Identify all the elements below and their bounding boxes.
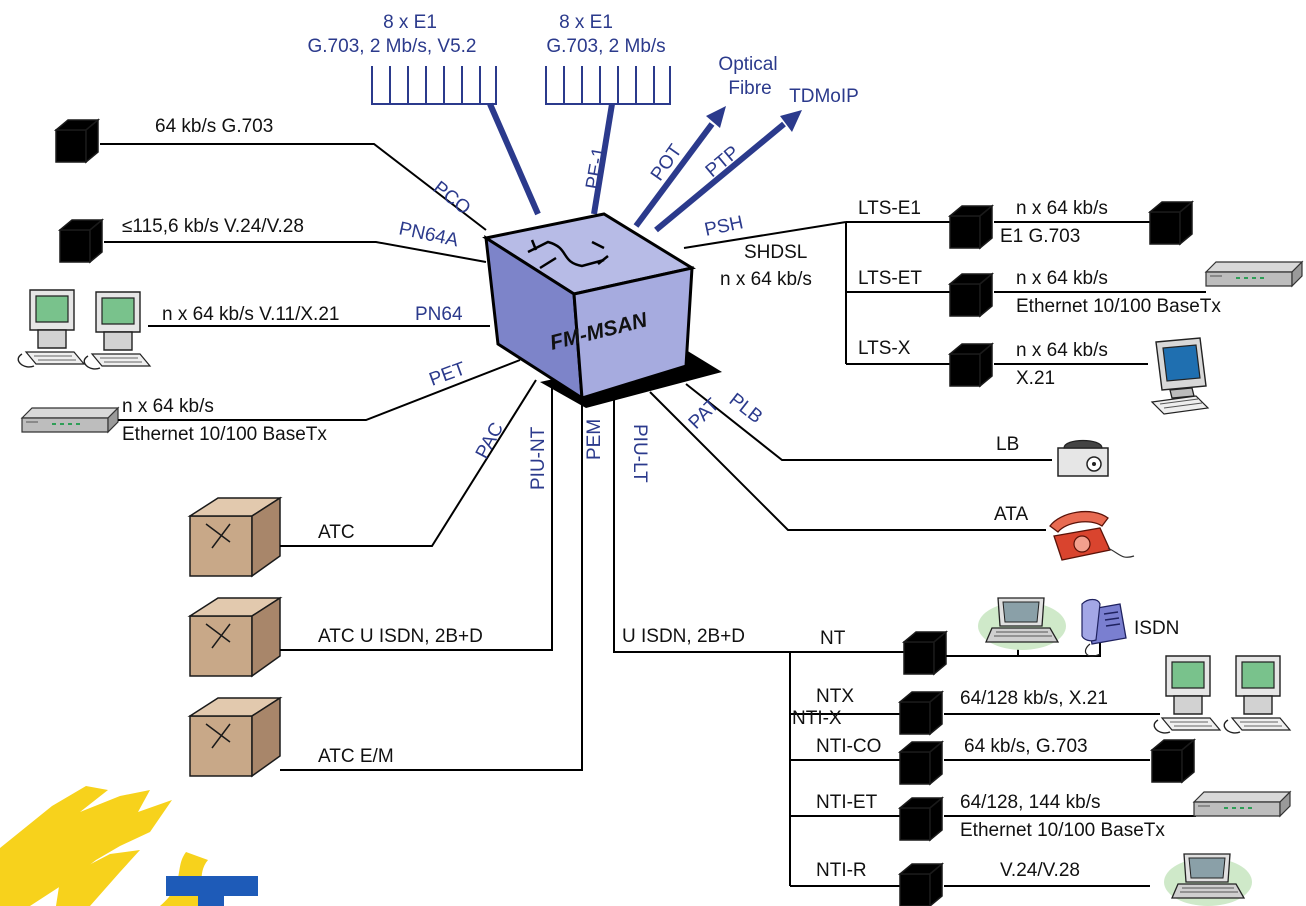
isdn-link: PIU-LT U ISDN, 2B+D NT ISDN NTX NTI-X 64… (613, 390, 1291, 906)
laptop-icon-isdn (977, 597, 1067, 651)
nti-et-rate: 64/128, 144 kb/s (960, 792, 1101, 813)
isdn-bus-label: U ISDN, 2B+D (622, 626, 745, 647)
optical-fibre-arrow (633, 106, 726, 228)
nti-co-rate: 64 kb/s, G.703 (964, 736, 1088, 757)
lb-label: LB (996, 434, 1019, 455)
router-icon-nti-et (1193, 791, 1291, 817)
ata-label: ATA (994, 504, 1028, 525)
atc-box-3 (189, 697, 281, 777)
computer-icon-1 (17, 289, 85, 368)
nt-label: NT (820, 628, 846, 649)
company-logo (0, 786, 258, 906)
port-psh: PSH (703, 212, 746, 241)
isdn-label: ISDN (1134, 618, 1179, 639)
left-links: 64 kb/s G.703 PCO ≤115,6 kb/s V.24/V.28 … (17, 116, 605, 777)
port-piu-lt: PIU-LT (629, 424, 650, 483)
port-pn64: PN64 (415, 304, 463, 325)
lts-et-interface: Ethernet 10/100 BaseTx (1016, 296, 1221, 317)
fm-msan-node: FM-MSAN (482, 212, 722, 408)
telephone-icon (1049, 510, 1135, 561)
pet-link: n x 64 kb/s Ethernet 10/100 BaseTx PET (21, 358, 521, 445)
e1-group-2-line1: 8 x E1 (559, 12, 613, 33)
lts-e1-label: LTS-E1 (858, 198, 921, 219)
e1-group-1-line2: G.703, 2 Mb/s, V5.2 (308, 36, 477, 57)
pet-rate: n x 64 kb/s (122, 396, 214, 417)
computer-icon-3 (1153, 655, 1221, 734)
lts-x-interface: X.21 (1016, 368, 1055, 389)
lts-e1-rate: n x 64 kb/s (1016, 198, 1108, 219)
piu-nt-link: ATC U ISDN, 2B+D PIU-NT (189, 386, 553, 677)
atc2-label: ATC U ISDN, 2B+D (318, 626, 483, 647)
lts-x-label: LTS-X (858, 338, 911, 359)
nti-r-rate: V.24/V.28 (1000, 860, 1080, 881)
tdmoip-arrow (654, 110, 802, 233)
pn64a-link: ≤115,6 kb/s V.24/V.28 PN64A (59, 216, 487, 263)
nti-x-label: NTI-X (792, 708, 842, 729)
computer-icon-2 (83, 291, 151, 370)
atc1-label: ATC (318, 522, 355, 543)
right-links: PSH SHDSL n x 64 kb/s LTS-E1 n x 64 kb/s… (613, 198, 1303, 906)
port-piu-nt: PIU-NT (528, 426, 549, 490)
port-pet: PET (427, 358, 469, 391)
port-pn64a: PN64A (397, 218, 461, 251)
pn64-link: n x 64 kb/s V.11/X.21 PN64 (17, 289, 490, 370)
pn64a-rate: ≤115,6 kb/s V.24/V.28 (122, 216, 304, 237)
e1-comb-2 (545, 66, 671, 215)
e1-comb-1 (371, 66, 541, 216)
shdsl-link: PSH SHDSL n x 64 kb/s LTS-E1 n x 64 kb/s… (683, 198, 1303, 415)
laptop-icon-nti-r (1163, 853, 1253, 906)
shdsl-label: SHDSL (744, 242, 807, 263)
pem-link: ATC E/M PEM (189, 390, 605, 777)
top-links: 8 x E1 G.703, 2 Mb/s, V5.2 8 x E1 G.703,… (308, 12, 859, 233)
pn64-rate: n x 64 kb/s V.11/X.21 (162, 304, 339, 325)
optical-label-2: Fibre (728, 78, 771, 99)
router-icon-pet (21, 407, 119, 433)
nti-et-label: NTI-ET (816, 792, 878, 813)
pet-interface: Ethernet 10/100 BaseTx (122, 424, 327, 445)
lts-et-rate: n x 64 kb/s (1016, 268, 1108, 289)
optical-label-1: Optical (718, 54, 777, 75)
ntx-label: NTX (816, 686, 854, 707)
e1-group-1-line1: 8 x E1 (383, 12, 437, 33)
atc-box-2 (189, 597, 281, 677)
isdn-phone-icon (1081, 598, 1127, 657)
atc-box-1 (189, 497, 281, 577)
e1-group-2-line2: G.703, 2 Mb/s (546, 36, 665, 57)
lts-x-rate: n x 64 kb/s (1016, 340, 1108, 361)
port-pat: PAT (685, 394, 724, 433)
port-plb: PLB (725, 389, 766, 428)
tdmoip-label: TDMoIP (789, 86, 859, 107)
terminal-icon-lts-x (1151, 337, 1209, 415)
atc3-label: ATC E/M (318, 746, 394, 767)
port-pem: PEM (584, 419, 605, 460)
port-pac: PAC (472, 419, 508, 462)
lb-phone-icon (1057, 439, 1109, 477)
port-pe1: PE-1 (582, 146, 610, 191)
port-pco: PCO (429, 177, 474, 219)
plb-link: PLB LB (685, 383, 1109, 477)
computer-icon-4 (1223, 655, 1291, 734)
lts-et-label: LTS-ET (858, 268, 922, 289)
lts-e1-interface: E1 G.703 (1000, 226, 1080, 247)
nti-et-interface: Ethernet 10/100 BaseTx (960, 820, 1165, 841)
nti-r-label: NTI-R (816, 860, 867, 881)
ntx-rate: 64/128 kb/s, X.21 (960, 688, 1108, 709)
router-icon-lts-et (1205, 261, 1303, 287)
pac-link: ATC PAC (189, 379, 537, 577)
nti-co-label: NTI-CO (816, 736, 881, 757)
pco-rate: 64 kb/s G.703 (155, 116, 273, 137)
shdsl-rate: n x 64 kb/s (720, 269, 812, 290)
pco-link: 64 kb/s G.703 PCO (55, 116, 487, 231)
